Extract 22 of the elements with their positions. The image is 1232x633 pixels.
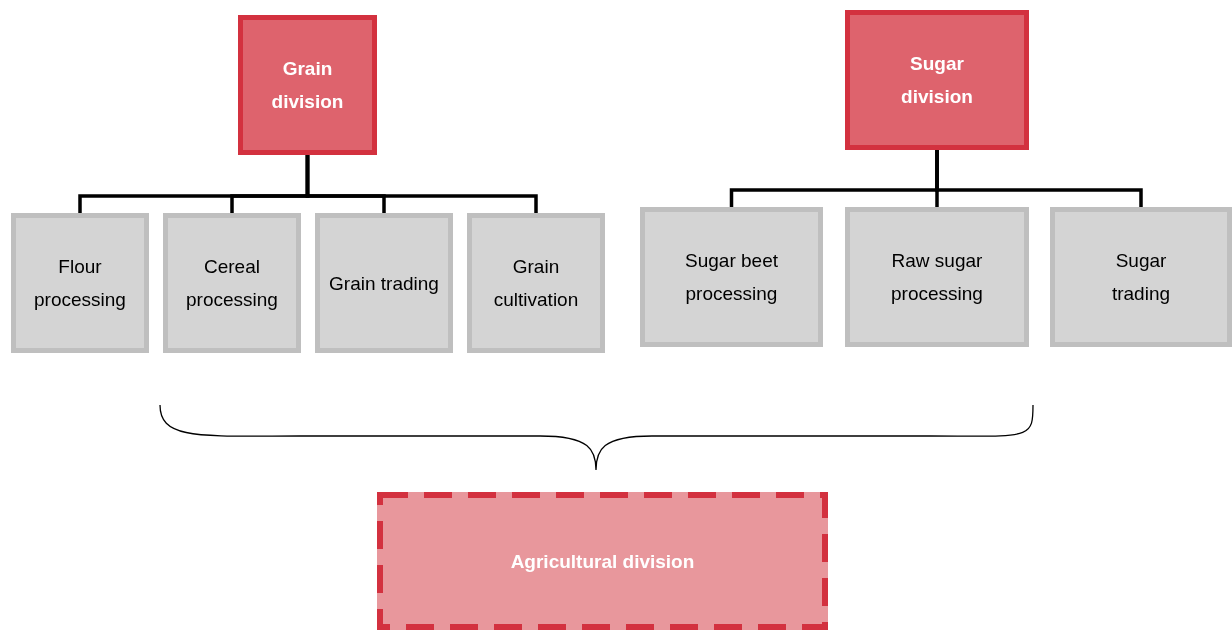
- unit-box: [1050, 207, 1232, 347]
- connector-line: [305, 155, 538, 213]
- box-label: Grain division: [270, 57, 345, 114]
- box-label: Sugar beet processing: [684, 249, 779, 306]
- dashed-division-box: [377, 492, 828, 630]
- unit-box: [163, 213, 301, 353]
- unit-box: [467, 213, 605, 353]
- box-label: Agricultural division: [510, 549, 695, 574]
- box-label: Raw sugar processing: [890, 249, 984, 306]
- connector-line: [935, 150, 1143, 207]
- box-label: Sugar trading: [1110, 249, 1172, 306]
- division-box: [845, 10, 1029, 150]
- box-label: Flour processing: [33, 255, 127, 312]
- box-label: Sugar division: [900, 52, 974, 109]
- division-box: [238, 15, 377, 155]
- unit-box: [640, 207, 823, 347]
- unit-box: [315, 213, 453, 353]
- box-label: Grain trading: [329, 271, 439, 296]
- box-label: Grain cultivation: [492, 255, 580, 312]
- unit-box: [845, 207, 1029, 347]
- box-label: Cereal processing: [185, 255, 279, 312]
- unit-box: [11, 213, 149, 353]
